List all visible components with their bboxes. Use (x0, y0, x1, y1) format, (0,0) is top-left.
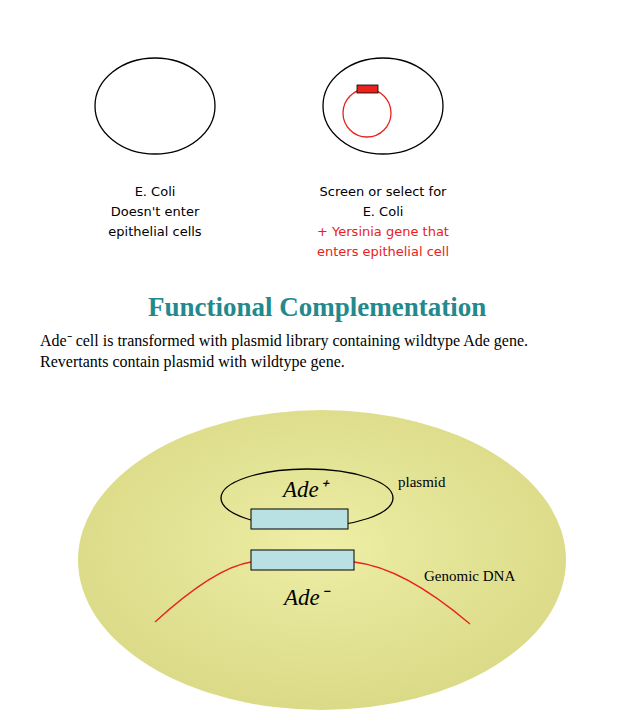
plasmid-gene (251, 509, 348, 529)
dna-label: Genomic DNA (424, 568, 515, 585)
node-text: Doesn't enter epithelial cells (90, 202, 220, 242)
genomic-gene (251, 550, 354, 570)
genomic-dna (155, 562, 470, 624)
cell-outline (93, 55, 217, 157)
cell-node: Screen or select for E. Coli+ Yersinia g… (283, 55, 483, 262)
plasmid-circle (343, 89, 391, 137)
cell-body (78, 410, 566, 710)
plasmid-label: plasmid (398, 474, 446, 491)
spacer (283, 157, 483, 182)
gene-insert (357, 85, 378, 93)
node-text: E. Coli (90, 182, 220, 202)
spacer (65, 157, 245, 182)
cell-outline (321, 55, 445, 157)
node-text: Screen or select for E. Coli (313, 182, 453, 222)
gene-label: Ade⁺ (283, 472, 327, 504)
cell-node: E. ColiDoesn't enter epithelial cells (65, 55, 245, 242)
description-text: Ade⁻ cell is transformed with plasmid li… (40, 330, 600, 372)
gene-label: Ade⁻ (284, 580, 328, 612)
node-text: + Yersinia gene that enters epithelial c… (308, 222, 458, 262)
diagram-title: Functional Complementation (148, 292, 486, 323)
